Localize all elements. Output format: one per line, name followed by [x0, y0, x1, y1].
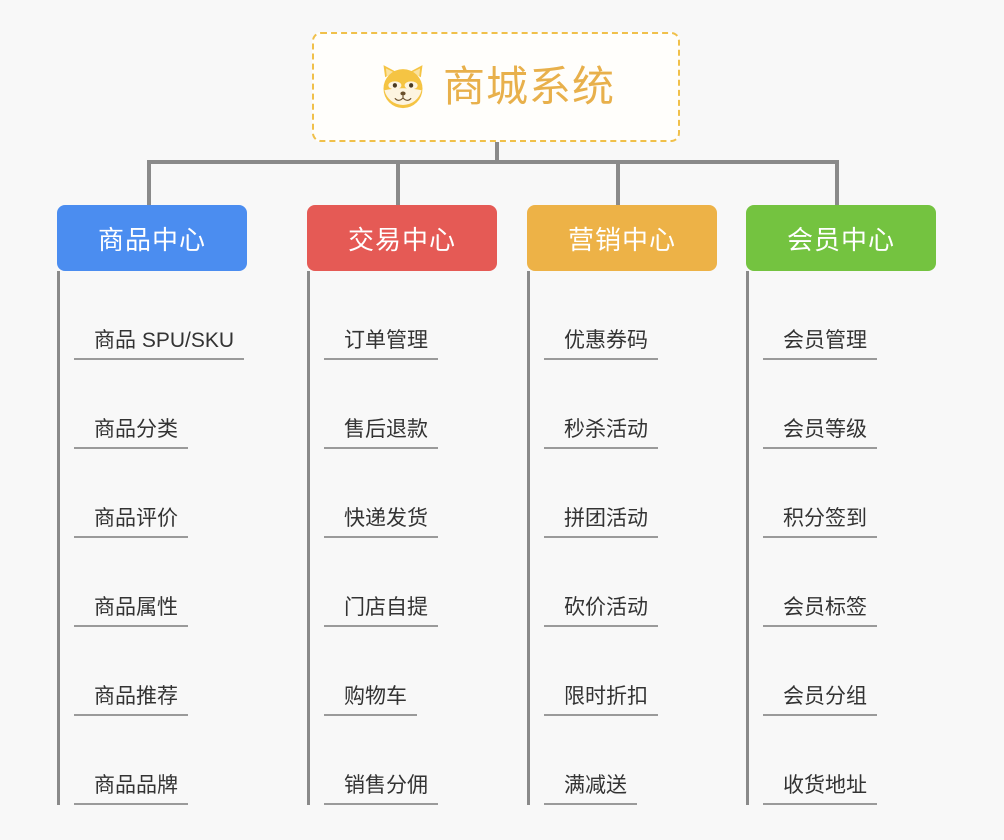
leaf-label: 商品分类	[74, 418, 188, 449]
category-box-marketing-center[interactable]: 营销中心	[527, 205, 717, 271]
leaf-item[interactable]: 商品属性	[74, 538, 247, 627]
leaf-item[interactable]: 积分签到	[763, 449, 936, 538]
leaf-item[interactable]: 门店自提	[324, 538, 497, 627]
leaf-list-trade-center: 订单管理 售后退款 快递发货 门店自提 购物车 销售分佣	[307, 271, 497, 805]
leaf-item[interactable]: 商品评价	[74, 449, 247, 538]
connector-bus-bar	[147, 160, 839, 164]
leaf-label: 会员管理	[763, 329, 877, 360]
shiba-dog-face-icon	[377, 61, 429, 113]
leaf-item[interactable]: 会员等级	[763, 360, 936, 449]
leaf-item[interactable]: 订单管理	[324, 271, 497, 360]
category-label: 营销中心	[567, 224, 676, 255]
leaf-label: 商品评价	[74, 507, 188, 538]
leaf-label: 限时折扣	[544, 685, 658, 716]
leaf-item[interactable]: 满减送	[544, 716, 717, 805]
leaf-label: 购物车	[324, 685, 417, 716]
leaf-list-member-center: 会员管理 会员等级 积分签到 会员标签 会员分组 收货地址	[746, 271, 936, 805]
category-box-product-center[interactable]: 商品中心	[57, 205, 247, 271]
leaf-item[interactable]: 秒杀活动	[544, 360, 717, 449]
leaf-label: 会员等级	[763, 418, 877, 449]
leaf-label: 商品 SPU/SKU	[74, 329, 245, 360]
leaf-item[interactable]: 商品推荐	[74, 627, 247, 716]
leaf-item[interactable]: 销售分佣	[324, 716, 497, 805]
leaf-label: 售后退款	[324, 418, 438, 449]
leaf-label: 满减送	[544, 774, 637, 805]
category-box-trade-center[interactable]: 交易中心	[307, 205, 497, 271]
leaf-item[interactable]: 商品品牌	[74, 716, 247, 805]
branch-trade-center: 交易中心 订单管理 售后退款 快递发货 门店自提 购物车 销售分佣	[307, 205, 497, 805]
leaf-item[interactable]: 拼团活动	[544, 449, 717, 538]
category-label: 会员中心	[786, 224, 895, 255]
leaf-item[interactable]: 会员标签	[763, 538, 936, 627]
connector-drop-2	[396, 160, 400, 205]
leaf-label: 商品推荐	[74, 685, 188, 716]
root-title: 商城系统	[442, 63, 615, 110]
leaf-item[interactable]: 收货地址	[763, 716, 936, 805]
leaf-label: 秒杀活动	[544, 418, 658, 449]
category-label: 商品中心	[97, 224, 206, 255]
leaf-item[interactable]: 购物车	[324, 627, 497, 716]
branch-product-center: 商品中心 商品 SPU/SKU 商品分类 商品评价 商品属性 商品推荐 商品品牌	[57, 205, 247, 805]
leaf-list-product-center: 商品 SPU/SKU 商品分类 商品评价 商品属性 商品推荐 商品品牌	[57, 271, 247, 805]
leaf-item[interactable]: 售后退款	[324, 360, 497, 449]
leaf-label: 商品属性	[74, 596, 188, 627]
leaf-label: 订单管理	[324, 329, 438, 360]
leaf-item[interactable]: 砍价活动	[544, 538, 717, 627]
connector-drop-4	[835, 160, 839, 205]
leaf-list-marketing-center: 优惠券码 秒杀活动 拼团活动 砍价活动 限时折扣 满减送	[527, 271, 717, 805]
leaf-item[interactable]: 商品 SPU/SKU	[74, 271, 247, 360]
leaf-label: 砍价活动	[544, 596, 658, 627]
leaf-label: 收货地址	[763, 774, 877, 805]
leaf-item[interactable]: 优惠券码	[544, 271, 717, 360]
leaf-label: 销售分佣	[324, 774, 438, 805]
leaf-label: 积分签到	[763, 507, 877, 538]
branch-member-center: 会员中心 会员管理 会员等级 积分签到 会员标签 会员分组 收货地址	[746, 205, 936, 805]
leaf-label: 会员标签	[763, 596, 877, 627]
leaf-item[interactable]: 会员分组	[763, 627, 936, 716]
leaf-label: 优惠券码	[544, 329, 658, 360]
leaf-label: 会员分组	[763, 685, 877, 716]
connector-drop-1	[147, 160, 151, 205]
connector-drop-3	[616, 160, 620, 205]
category-box-member-center[interactable]: 会员中心	[746, 205, 936, 271]
leaf-item[interactable]: 商品分类	[74, 360, 247, 449]
leaf-label: 拼团活动	[544, 507, 658, 538]
category-label: 交易中心	[347, 224, 456, 255]
leaf-item[interactable]: 限时折扣	[544, 627, 717, 716]
leaf-label: 门店自提	[324, 596, 438, 627]
leaf-label: 快递发货	[324, 507, 438, 538]
root-node[interactable]: 商城系统	[312, 32, 680, 142]
leaf-label: 商品品牌	[74, 774, 188, 805]
connector-root-stem	[495, 142, 499, 164]
branch-marketing-center: 营销中心 优惠券码 秒杀活动 拼团活动 砍价活动 限时折扣 满减送	[527, 205, 717, 805]
leaf-item[interactable]: 会员管理	[763, 271, 936, 360]
leaf-item[interactable]: 快递发货	[324, 449, 497, 538]
